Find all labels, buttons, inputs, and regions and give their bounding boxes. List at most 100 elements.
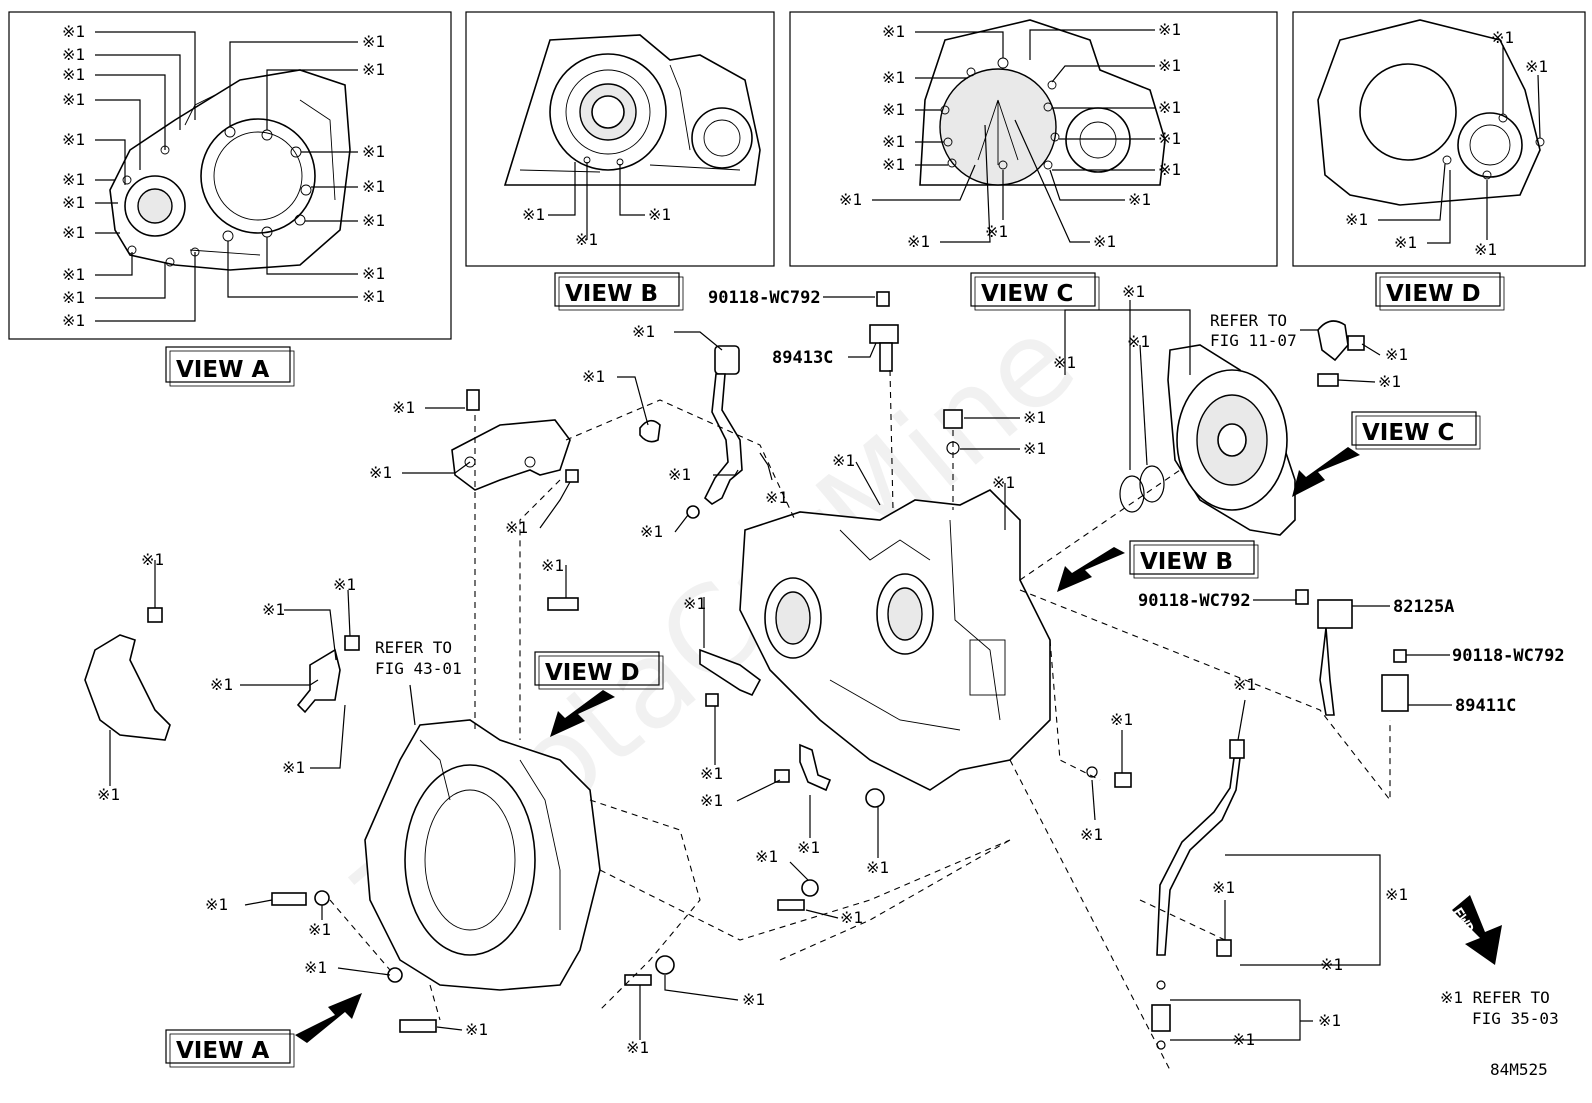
callout-label: ※1 xyxy=(1110,710,1133,729)
stud-1 xyxy=(777,899,805,911)
arrow-view-a xyxy=(295,993,362,1043)
callout-label: ※1 xyxy=(742,990,765,1009)
callout-label: ※1 xyxy=(1318,1011,1341,1030)
callout-label: ※1 xyxy=(882,22,905,41)
view-b-label-main: VIEW B xyxy=(1129,540,1259,579)
refer-fig-11-07-line2: FIG 11-07 xyxy=(1210,331,1297,350)
rear-cover xyxy=(1167,344,1296,536)
view-label-text: VIEW A xyxy=(176,357,269,383)
callout-label: ※1 xyxy=(333,575,356,594)
callout-label: ※1 xyxy=(640,522,663,541)
callout-label: ※1 xyxy=(882,132,905,151)
o-rings xyxy=(1119,465,1165,513)
dowel-2 xyxy=(387,967,403,983)
inset-view-c: ※1 ※1 ※1 ※1 ※1 ※1 ※1 ※1 ※1 ※1 ※1 ※1 ※1 ※… xyxy=(789,11,1278,267)
callout-label: ※1 xyxy=(1345,210,1368,229)
callout-label: ※1 xyxy=(985,222,1008,241)
callout-label: ※1 xyxy=(362,32,385,51)
part-number-bolt-c: 90118-WC792 xyxy=(1452,646,1565,666)
sensor-89413c xyxy=(869,291,899,372)
callout-label: ※1 xyxy=(700,764,723,783)
callout-label: ※1 xyxy=(362,264,385,283)
callout-label: ※1 xyxy=(1394,233,1417,252)
callout-label: ※1 xyxy=(1158,20,1181,39)
callout-label: ※1 xyxy=(1023,408,1046,427)
callout-label: ※1 xyxy=(210,675,233,694)
callout-label: ※1 xyxy=(522,205,545,224)
callout-label: ※1 xyxy=(632,322,655,341)
callout-label: ※1 xyxy=(765,488,788,507)
callout-label: ※1 xyxy=(62,90,85,109)
callout-label: ※1 xyxy=(205,895,228,914)
rear-gasket xyxy=(1317,320,1349,362)
callout-label: ※1 xyxy=(304,958,327,977)
nut xyxy=(565,469,579,483)
callout-label: ※1 xyxy=(575,230,598,249)
view-label-text: VIEW D xyxy=(1386,281,1481,307)
shift-lever xyxy=(699,648,762,697)
callout-label: ※1 xyxy=(1232,1030,1255,1049)
callout-label: ※1 xyxy=(282,758,305,777)
callout-label: ※1 xyxy=(62,45,85,64)
callout-label: ※1 xyxy=(392,398,415,417)
refer-fig-35-03-line2: FIG 35-03 xyxy=(1472,1009,1559,1028)
callout-label: ※1 xyxy=(797,838,820,857)
view-label-text: VIEW B xyxy=(565,281,658,307)
callout-label: ※1 xyxy=(62,311,85,330)
clip xyxy=(639,419,661,443)
view-a-label-main: VIEW A xyxy=(165,1029,295,1068)
arrow-view-c xyxy=(1292,447,1360,497)
callout-label: ※1 xyxy=(668,465,691,484)
view-label-text: VIEW D xyxy=(545,660,640,686)
plug-side xyxy=(1114,772,1132,788)
callout-label: ※1 xyxy=(840,908,863,927)
sensor-82125a xyxy=(1295,589,1353,716)
callout-label: ※1 xyxy=(465,1020,488,1039)
callout-label: ※1 xyxy=(866,858,889,877)
part-number-89413c: 89413C xyxy=(772,348,833,368)
refer-fig-11-07-line1: REFER TO xyxy=(1210,311,1287,330)
callout-label: ※1 xyxy=(1122,282,1145,301)
callout-label: ※1 xyxy=(62,170,85,189)
callout-label: ※1 xyxy=(1233,675,1256,694)
callout-label: ※1 xyxy=(62,193,85,212)
part-number-89411c: 89411C xyxy=(1455,696,1516,716)
callout-label: ※1 xyxy=(1474,240,1497,259)
part-number-bolt-b: 90118-WC792 xyxy=(1138,591,1251,611)
callout-label: ※1 xyxy=(882,155,905,174)
callout-label: ※1 xyxy=(992,473,1015,492)
callout-label: ※1 xyxy=(308,920,331,939)
view-b-label-top: VIEW B xyxy=(554,272,684,311)
callout-label: ※1 xyxy=(839,190,862,209)
callout-label: ※1 xyxy=(1212,878,1235,897)
callout-label: ※1 xyxy=(505,518,528,537)
callout-label: ※1 xyxy=(683,594,706,613)
callout-label: ※1 xyxy=(1158,160,1181,179)
callout-label: ※1 xyxy=(1023,439,1046,458)
callout-label: ※1 xyxy=(1128,190,1151,209)
callout-label: ※1 xyxy=(1127,332,1150,351)
callout-label: ※1 xyxy=(882,68,905,87)
callout-label: ※1 xyxy=(1385,345,1408,364)
view-label-text: VIEW C xyxy=(1362,420,1454,446)
callout-label: ※1 xyxy=(1158,129,1181,148)
figure-code: 84M525 xyxy=(1490,1060,1548,1079)
callout-label: ※1 xyxy=(362,60,385,79)
part-number-bolt-a: 90118-WC792 xyxy=(708,288,821,308)
view-d-label-top: VIEW D xyxy=(1375,272,1505,311)
refer-fig-43-01-line1: REFER TO xyxy=(375,638,452,657)
view-a-label-top: VIEW A xyxy=(165,346,295,387)
callout-label: ※1 xyxy=(362,211,385,230)
inset-view-a: ※1 ※1 ※1 ※1 ※1 ※1 ※1 ※1 ※1 ※1 ※1 ※1 ※1 ※… xyxy=(8,11,452,340)
callout-label: ※1 xyxy=(1158,56,1181,75)
callout-label: ※1 xyxy=(62,22,85,41)
housing-bolt-1 xyxy=(271,892,307,906)
view-c-label-top: VIEW C xyxy=(970,272,1100,311)
collar-1 xyxy=(801,879,819,897)
callout-label: ※1 xyxy=(582,367,605,386)
callout-label: ※1 xyxy=(648,205,671,224)
sensor-89411c xyxy=(1381,649,1409,712)
callout-label: ※1 xyxy=(1093,232,1116,251)
callout-label: ※1 xyxy=(1320,955,1343,974)
bolt-shield xyxy=(147,607,163,623)
